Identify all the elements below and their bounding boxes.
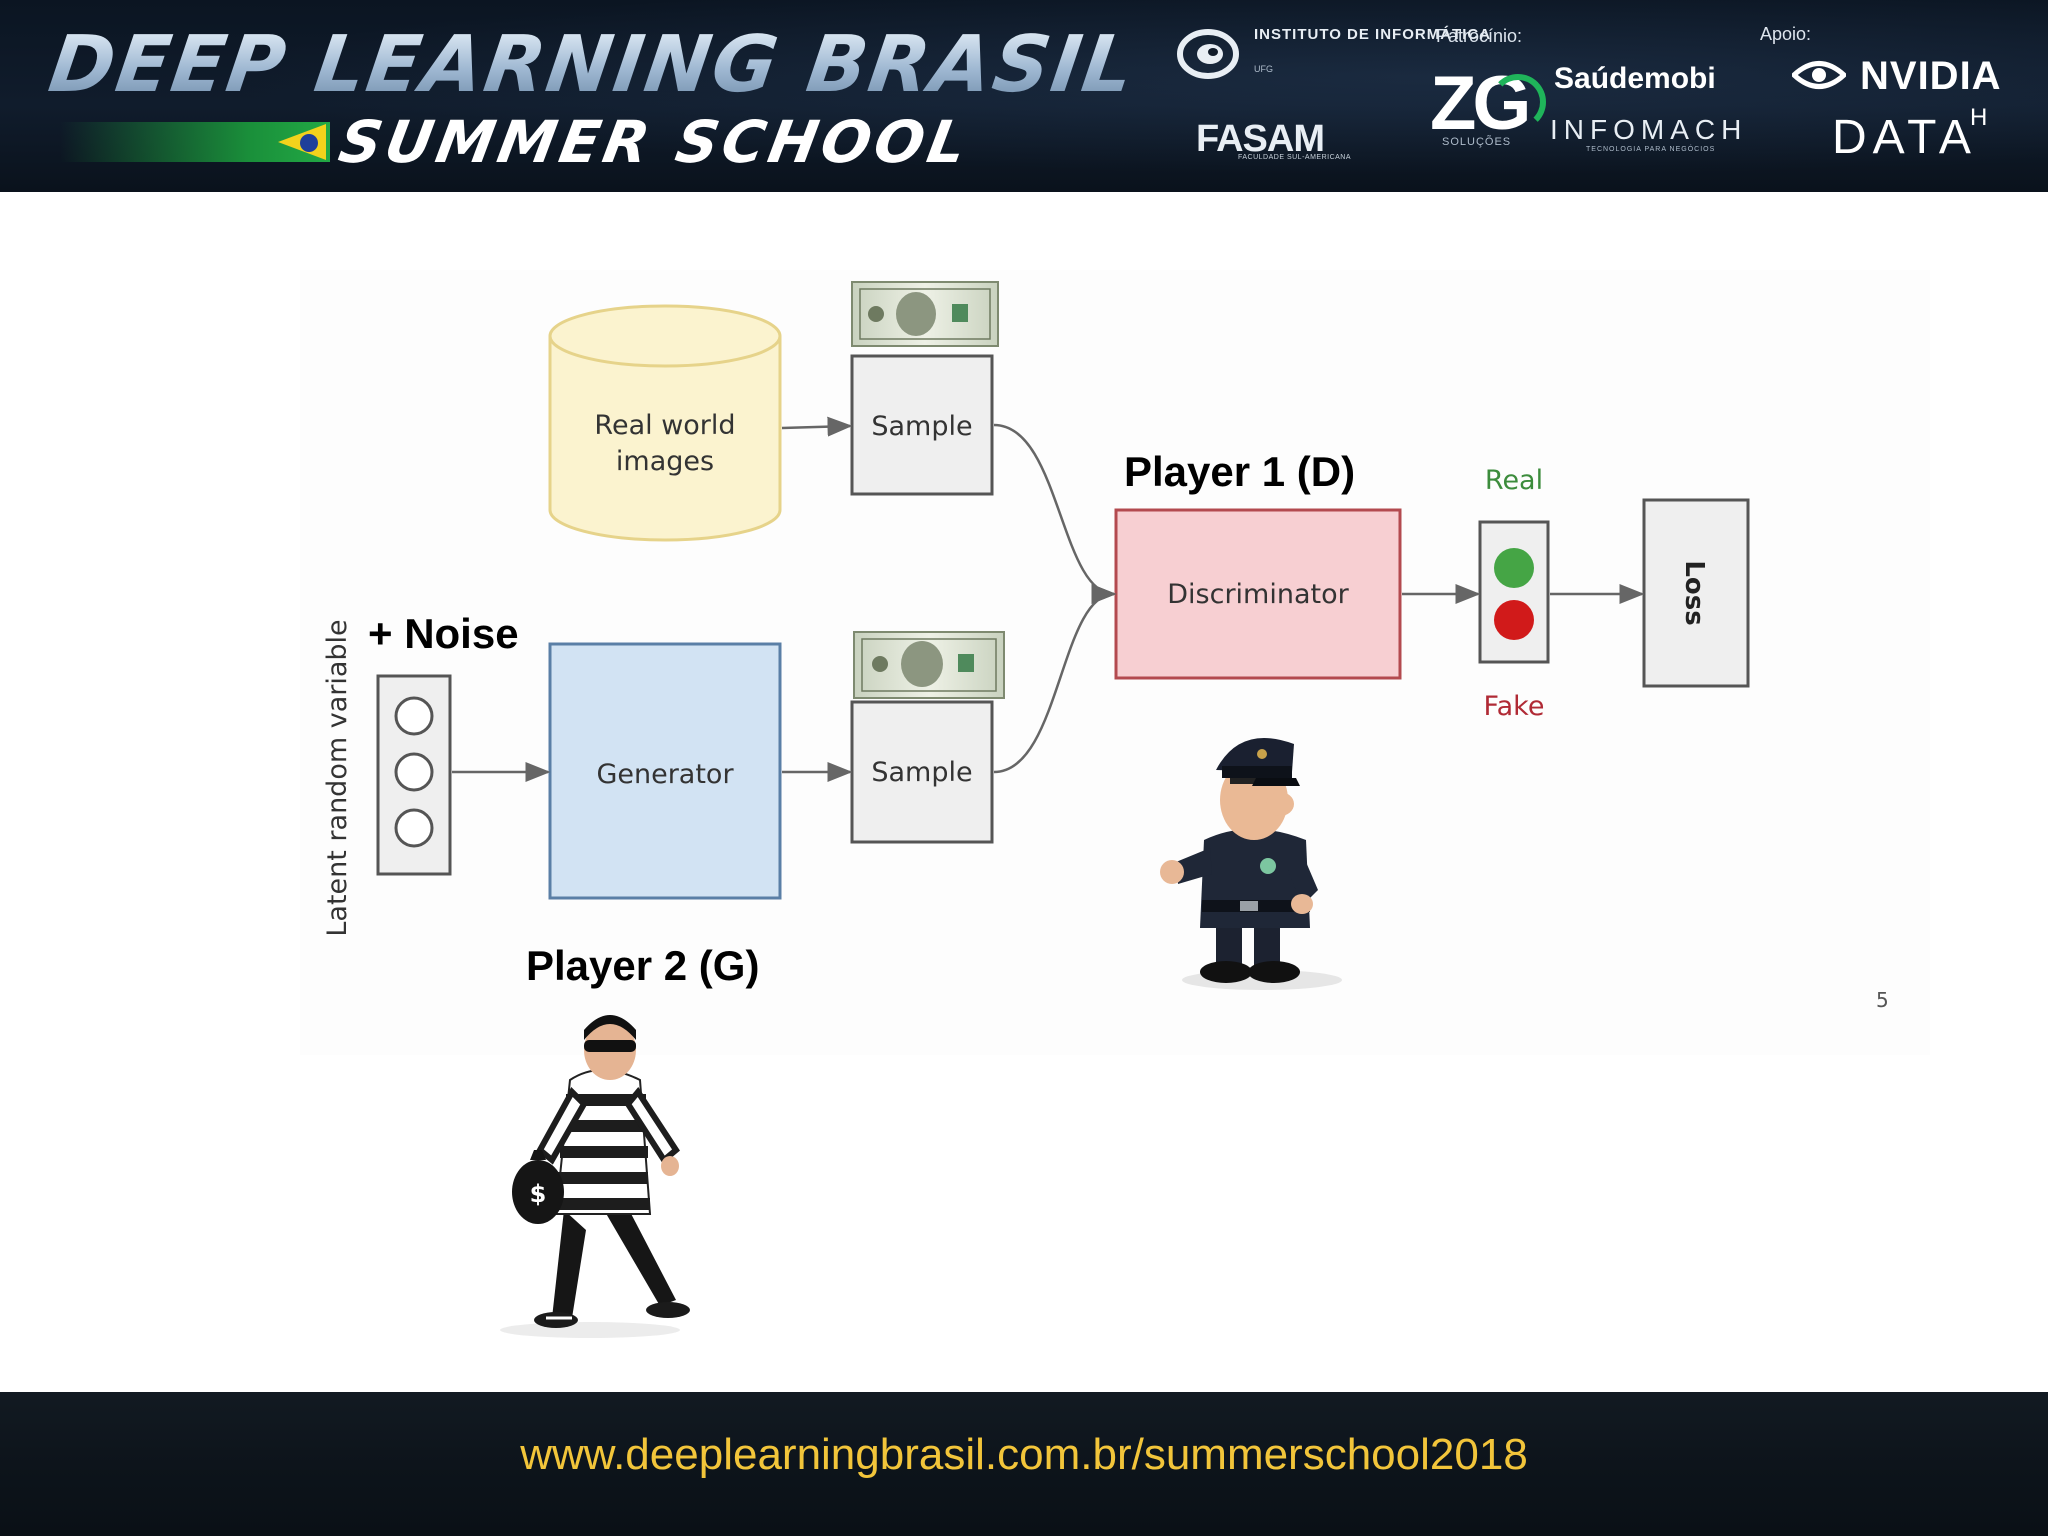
diagram-arrows <box>452 416 1645 782</box>
banner-glow <box>0 0 2048 192</box>
discriminator-box: Discriminator <box>1114 508 1402 680</box>
arrow-real-sample-to-discriminator <box>993 423 1117 604</box>
footer-url-link[interactable]: www.deeplearningbrasil.com.br/summerscho… <box>520 1430 1528 1479</box>
dollar-bill-fake-icon <box>853 631 1005 699</box>
fake-label: Fake <box>1484 691 1545 722</box>
datah-superscript: H <box>1970 104 1988 131</box>
real-light-icon <box>1494 548 1534 588</box>
nvidia-eye-icon <box>1792 61 1846 89</box>
nvidia-logo: NVIDIA <box>1860 54 2002 98</box>
zg-accent-icon <box>1490 74 1546 130</box>
robber-icon: $ <box>500 1015 690 1338</box>
infomach-subtitle: TECNOLOGIA PARA NEGÓCIOS <box>1586 146 1716 153</box>
policeman-icon <box>1160 737 1342 990</box>
latent-node-3 <box>394 808 434 848</box>
infomach-logo: INFOMACH <box>1550 114 1748 145</box>
loss-box: Loss <box>1642 498 1750 688</box>
svg-text:$: $ <box>530 1180 547 1208</box>
header-banner: DEEP LEARNING BRASIL SUMMER SCHOOL INSTI… <box>0 0 2048 192</box>
arrow-images-to-sample <box>781 416 853 437</box>
cylinder-label-line1: Real world <box>594 410 735 441</box>
sample-top-label: Sample <box>871 411 972 442</box>
institute-logo-icon <box>1177 29 1239 79</box>
zg-subtitle: SOLUÇÕES <box>1442 136 1512 148</box>
loss-label: Loss <box>1679 560 1709 625</box>
fasam-subtitle: FACULDADE SUL-AMERICANA <box>1238 154 1352 161</box>
dollar-bill-real-icon <box>851 281 999 347</box>
brazil-flag-circle <box>300 134 318 152</box>
sponsor-label: Patrocínio: <box>1436 26 1523 46</box>
institute-sub: UFG <box>1254 64 1273 74</box>
cylinder-label-line2: images <box>616 446 714 477</box>
player2-label: Player 2 (G) <box>526 942 760 989</box>
discriminator-label: Discriminator <box>1167 579 1349 610</box>
latent-vector-box <box>376 674 452 876</box>
fasam-logo: FASAM <box>1196 118 1325 160</box>
fake-light-icon <box>1494 600 1534 640</box>
page-number: 5 <box>1876 988 1889 1012</box>
noise-label: + Noise <box>368 610 519 657</box>
real-label: Real <box>1485 465 1543 496</box>
sample-box-bottom: Sample <box>850 700 994 844</box>
latent-node-1 <box>394 696 434 736</box>
latent-node-2 <box>394 752 434 792</box>
sample-box-top: Sample <box>850 354 994 496</box>
traffic-light-icon <box>1478 520 1550 664</box>
saudemobi-logo: Saúdemobi <box>1554 62 1716 95</box>
real-world-images-cylinder: Real world images <box>548 304 782 542</box>
footer-banner: www.deeplearningbrasil.com.br/summerscho… <box>0 1392 2048 1536</box>
support-label: Apoio: <box>1760 24 1812 44</box>
generator-label: Generator <box>596 759 734 790</box>
arrow-fake-sample-to-discriminator <box>993 584 1117 774</box>
latent-variable-label: Latent random variable <box>322 619 353 936</box>
sample-bottom-label: Sample <box>871 757 972 788</box>
generator-box: Generator <box>548 642 782 900</box>
datah-logo: DATA <box>1832 111 1977 164</box>
player1-label: Player 1 (D) <box>1124 448 1356 495</box>
